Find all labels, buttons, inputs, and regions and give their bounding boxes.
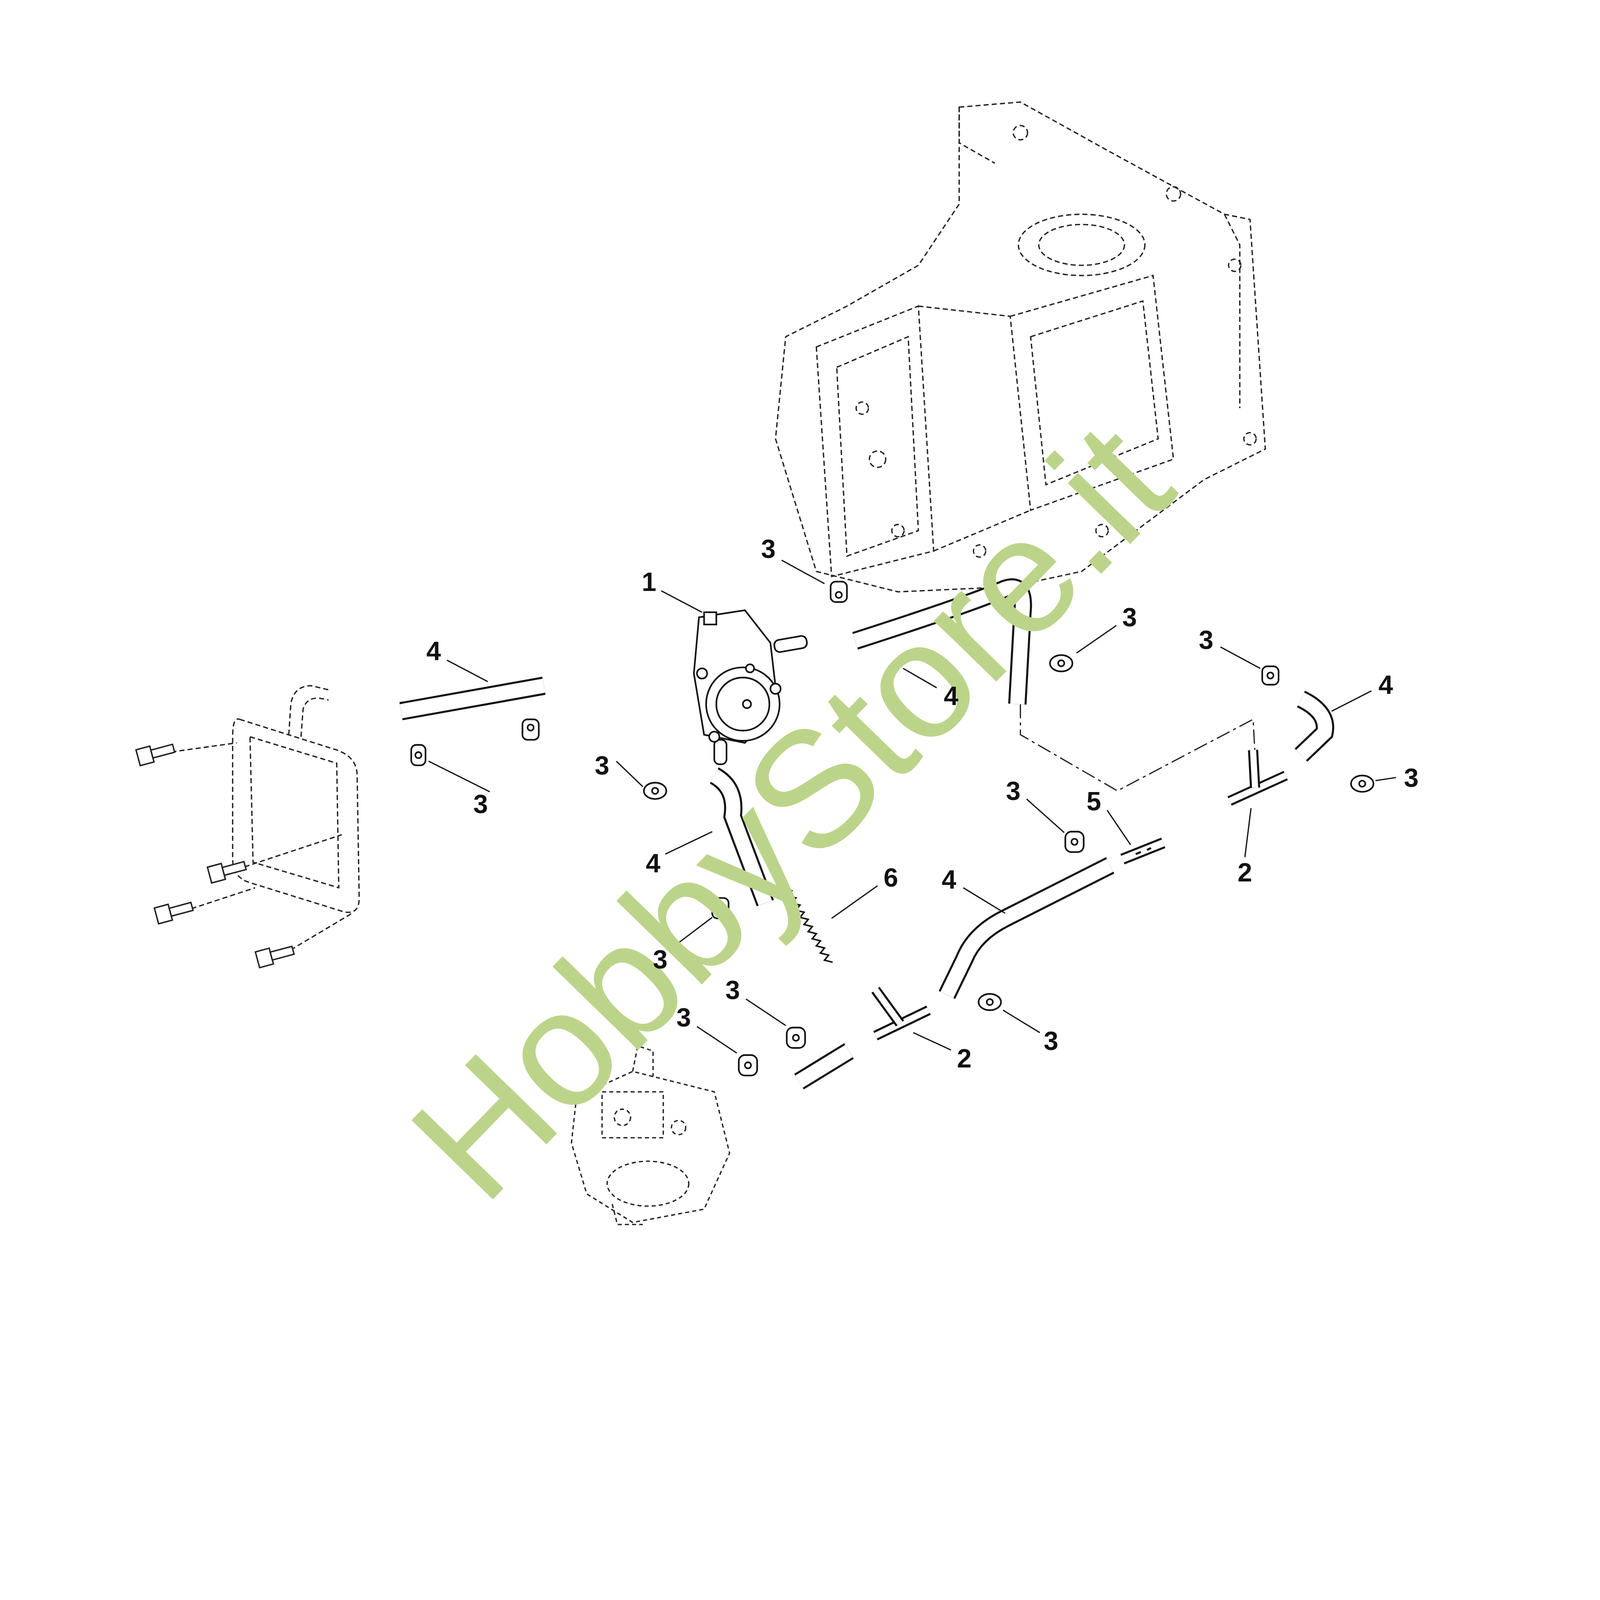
- callout-number: 3: [1043, 1027, 1059, 1054]
- callout-number: 3: [1404, 764, 1419, 791]
- callout-number: 2: [956, 1045, 972, 1072]
- callout-number: 4: [1378, 671, 1393, 698]
- callout-number: 4: [426, 637, 442, 665]
- bolts: [135, 740, 295, 968]
- valve-cover: [163, 685, 360, 954]
- callout-number: 3: [1122, 604, 1138, 631]
- callout-number: 3: [1199, 626, 1214, 653]
- callout-number: 6: [883, 864, 899, 891]
- callout-number: 3: [1005, 777, 1021, 804]
- callout-number: 5: [1086, 788, 1102, 815]
- callout-number: 3: [473, 790, 489, 818]
- callout-number: 3: [761, 535, 776, 562]
- callout-number: 4: [941, 866, 957, 893]
- callout-number: 4: [645, 850, 661, 877]
- watermark: HobbyStore.it: [383, 395, 1199, 1227]
- routing-line: [1020, 704, 1256, 791]
- callout-number: 1: [641, 568, 657, 595]
- inline-filter: [1122, 842, 1164, 860]
- callout-number: 2: [1237, 859, 1253, 886]
- t-fittings: [875, 749, 1286, 1036]
- callout-number: 3: [594, 752, 610, 779]
- callout-number: 3: [676, 1004, 692, 1031]
- callout-number: 3: [725, 976, 740, 1004]
- callout-number: 3: [652, 946, 668, 973]
- callout-number: 4: [943, 682, 959, 709]
